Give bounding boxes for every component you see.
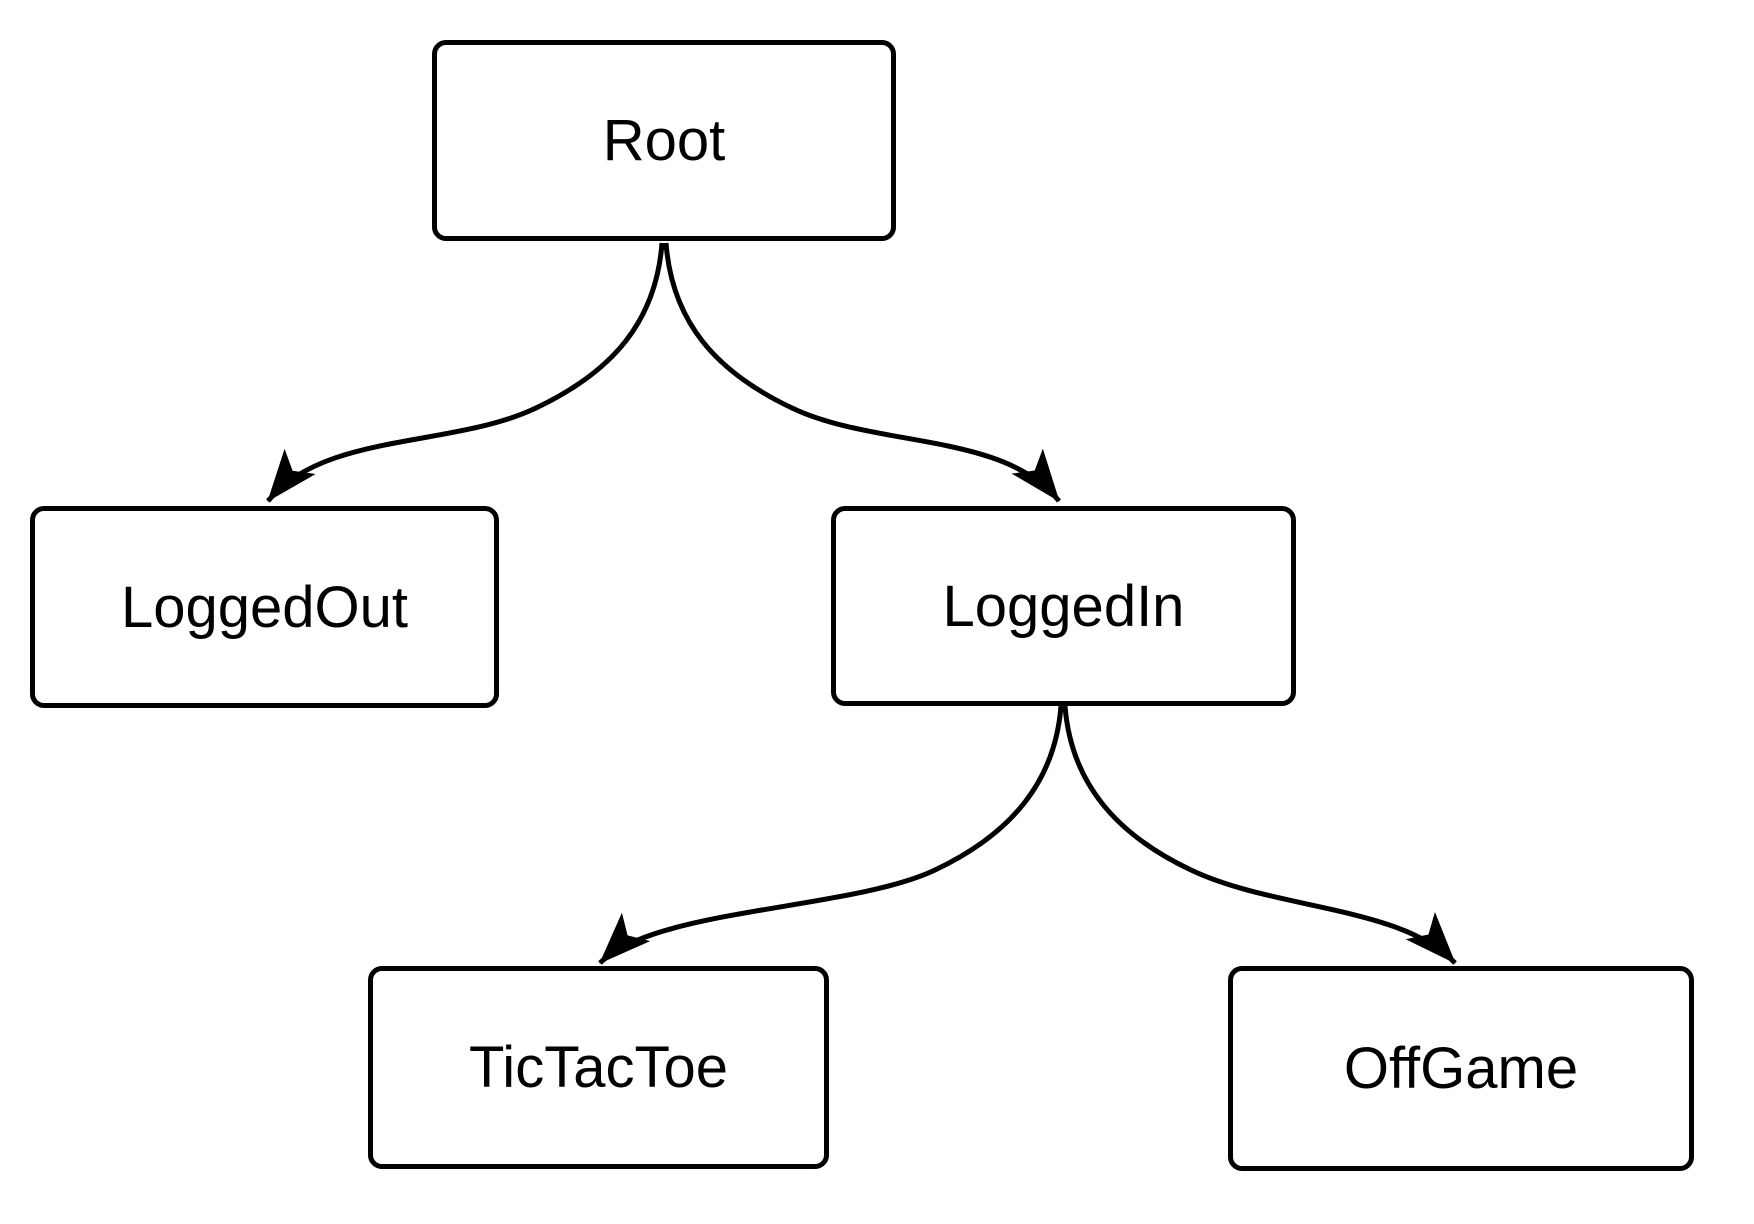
node-loggedin: LoggedIn	[831, 506, 1296, 706]
node-tictactoe: TicTacToe	[368, 966, 829, 1169]
node-tictactoe-label: TicTacToe	[469, 1035, 728, 1100]
node-loggedout-label: LoggedOut	[120, 574, 409, 640]
edge-loggedin-to-offgame	[1062, 705, 1457, 965]
node-loggedin-label: LoggedIn	[942, 573, 1185, 639]
node-root: Root	[432, 40, 896, 241]
node-offgame: OffGame	[1228, 966, 1694, 1171]
node-loggedout: LoggedOut	[30, 506, 499, 708]
edge-root-to-loggedout	[266, 242, 665, 503]
node-offgame-label: OffGame	[1343, 1036, 1579, 1101]
edge-loggedin-to-tictactoe	[598, 705, 1064, 965]
edge-root-to-loggedin	[663, 242, 1061, 503]
node-root-label: Root	[602, 108, 726, 173]
